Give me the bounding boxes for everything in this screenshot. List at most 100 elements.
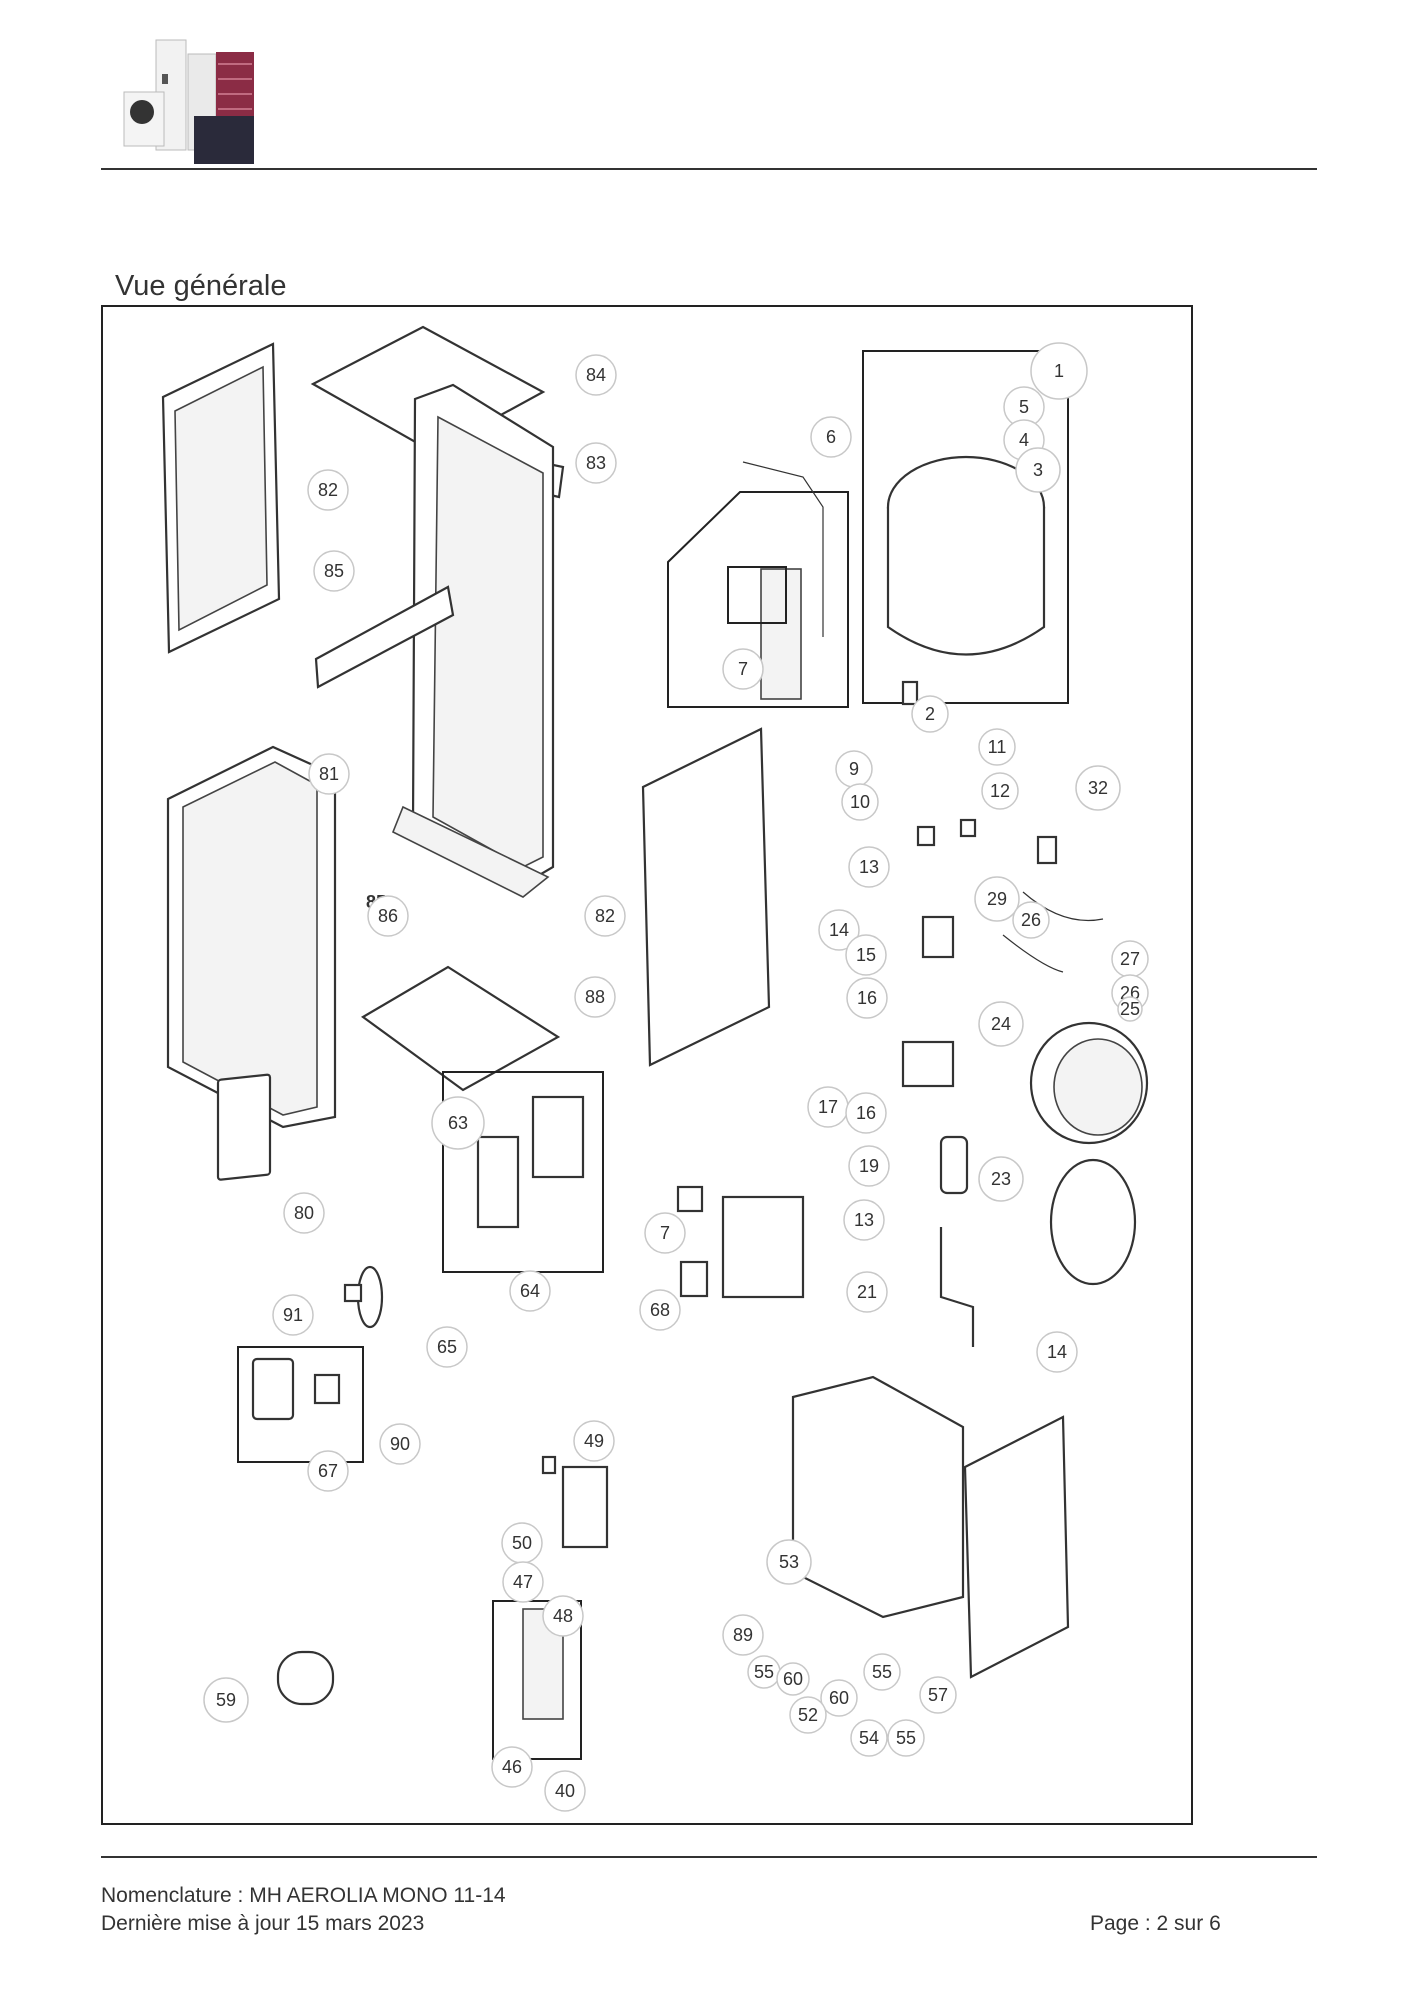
callout-7: 7 — [722, 648, 764, 690]
callout-89: 89 — [722, 1614, 764, 1656]
callout-label: 89 — [733, 1625, 753, 1645]
callout-label: 52 — [798, 1705, 818, 1725]
callout-29: 29 — [974, 876, 1020, 922]
callout-14: 14 — [818, 909, 860, 951]
callout-15: 15 — [845, 934, 887, 976]
callout-60: 60 — [820, 1679, 858, 1717]
callout-90: 90 — [379, 1423, 421, 1465]
callout-13: 13 — [843, 1199, 885, 1241]
callout-9: 9 — [835, 750, 873, 788]
callout-81: 81 — [308, 753, 350, 795]
callout-80: 80 — [283, 1192, 325, 1234]
callout-label: 5 — [1019, 397, 1029, 417]
callout-label: 88 — [585, 987, 605, 1007]
callout-label: 85 — [324, 561, 344, 581]
callout-24: 24 — [978, 1001, 1024, 1047]
callout-82: 82 — [307, 469, 349, 511]
callout-55: 55 — [747, 1655, 781, 1689]
footer-update-date: Dernière mise à jour 15 mars 2023 — [101, 1912, 425, 1935]
callout-label: 12 — [990, 781, 1010, 801]
callout-label: 13 — [859, 857, 879, 877]
callout-48: 48 — [542, 1595, 584, 1637]
callout-label: 60 — [783, 1669, 803, 1689]
callout-49: 49 — [573, 1420, 615, 1462]
callout-label: 67 — [318, 1461, 338, 1481]
callout-label: 47 — [513, 1572, 533, 1592]
callout-86: 86 — [367, 895, 409, 937]
callout-label: 14 — [829, 920, 849, 940]
callout-17: 17 — [807, 1086, 849, 1128]
callout-label: 24 — [991, 1014, 1011, 1034]
footer-page-number: Page : 2 sur 6 — [1090, 1912, 1221, 1935]
callout-label: 63 — [448, 1113, 468, 1133]
callout-label: 55 — [754, 1662, 774, 1682]
callout-label: 64 — [520, 1281, 540, 1301]
header-rule — [101, 168, 1317, 170]
callout-label: 90 — [390, 1434, 410, 1454]
callout-54: 54 — [850, 1719, 888, 1757]
callout-5: 5 — [1003, 386, 1045, 428]
callout-label: 48 — [553, 1606, 573, 1626]
callout-label: 3 — [1033, 460, 1043, 480]
callout-label: 68 — [650, 1300, 670, 1320]
callout-25: 25 — [1117, 996, 1143, 1022]
callout-85: 85 — [313, 550, 355, 592]
callout-label: 46 — [502, 1757, 522, 1777]
callout-label: 40 — [555, 1781, 575, 1801]
callout-label: 4 — [1019, 430, 1029, 450]
callout-10: 10 — [841, 783, 879, 821]
callout-label: 7 — [660, 1223, 670, 1243]
callout-65: 65 — [426, 1326, 468, 1368]
callout-label: 91 — [283, 1305, 303, 1325]
footer-rule — [101, 1856, 1317, 1858]
callout-63: 63 — [431, 1096, 485, 1150]
callout-label: 25 — [1120, 999, 1140, 1019]
callout-52: 52 — [789, 1696, 827, 1734]
callout-26: 26 — [1012, 901, 1050, 939]
callout-14: 14 — [1036, 1331, 1078, 1373]
callout-50: 50 — [501, 1522, 543, 1564]
callout-label: 82 — [595, 906, 615, 926]
callout-68: 68 — [639, 1289, 681, 1331]
callout-group: 8415436728283858111912321013298586821426… — [203, 342, 1149, 1812]
callout-46: 46 — [491, 1746, 533, 1788]
callout-21: 21 — [846, 1271, 888, 1313]
callout-16: 16 — [846, 977, 888, 1019]
callout-label: 10 — [850, 792, 870, 812]
callout-55: 55 — [863, 1653, 901, 1691]
callout-label: 80 — [294, 1203, 314, 1223]
footer-nomenclature: Nomenclature : MH AEROLIA MONO 11-14 — [101, 1884, 506, 1907]
callout-55: 55 — [887, 1719, 925, 1757]
callout-label: 82 — [318, 480, 338, 500]
callout-59: 59 — [203, 1677, 249, 1723]
callout-23: 23 — [978, 1156, 1024, 1202]
callout-label: 1 — [1054, 361, 1064, 381]
callout-label: 21 — [857, 1282, 877, 1302]
callout-2: 2 — [911, 695, 949, 733]
callout-label: 29 — [987, 889, 1007, 909]
callout-label: 54 — [859, 1728, 879, 1748]
callout-67: 67 — [307, 1450, 349, 1492]
section-title: Vue générale — [115, 270, 287, 302]
callout-label: 32 — [1088, 778, 1108, 798]
callout-12: 12 — [981, 772, 1019, 810]
callout-11: 11 — [978, 728, 1016, 766]
callout-1: 1 — [1030, 342, 1088, 400]
callout-label: 13 — [854, 1210, 874, 1230]
callout-64: 64 — [509, 1270, 551, 1312]
callout-16: 16 — [845, 1092, 887, 1134]
diagram-frame — [101, 305, 1193, 1825]
callout-label: 55 — [872, 1662, 892, 1682]
callout-6: 6 — [810, 416, 852, 458]
callout-label: 53 — [779, 1552, 799, 1572]
callout-91: 91 — [272, 1294, 314, 1336]
callout-label: 65 — [437, 1337, 457, 1357]
callout-label: 26 — [1021, 910, 1041, 930]
callout-label: 27 — [1120, 949, 1140, 969]
callout-57: 57 — [919, 1676, 957, 1714]
product-range-logo — [123, 39, 254, 164]
callout-label: 50 — [512, 1533, 532, 1553]
callout-label: 59 — [216, 1690, 236, 1710]
callout-label: 23 — [991, 1169, 1011, 1189]
callout-label: 7 — [738, 659, 748, 679]
